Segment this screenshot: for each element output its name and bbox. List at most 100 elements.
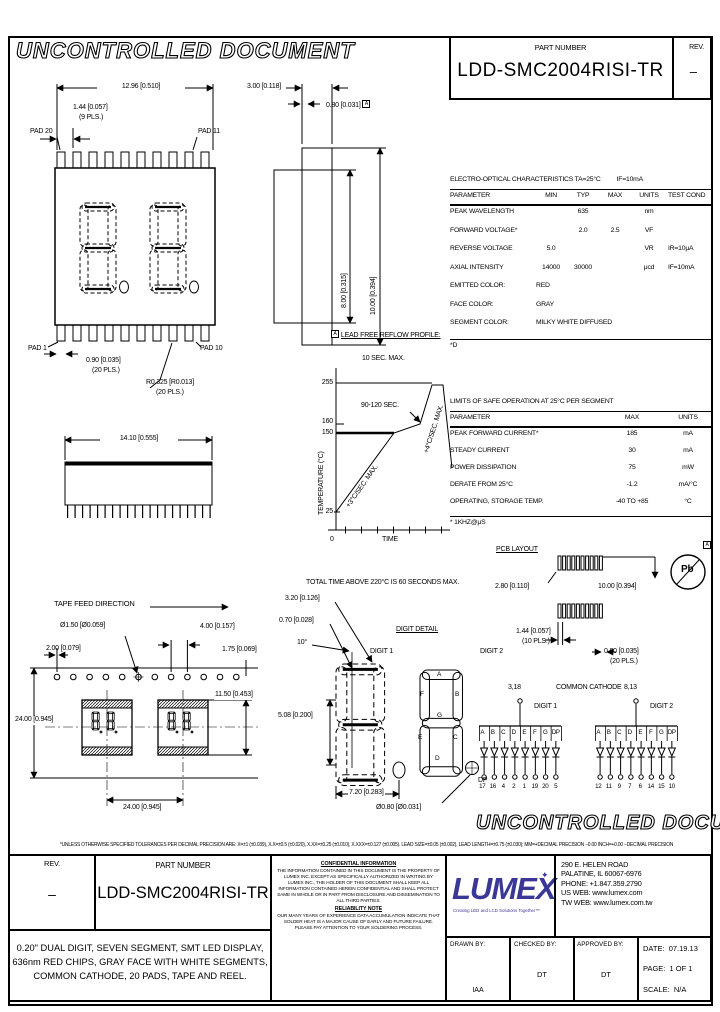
note-flag-a-icon: A <box>331 330 340 338</box>
date-row: DATE: 07.19.13 <box>643 944 698 953</box>
part-number-value: LDD-SMC2004RISI-TR <box>457 60 664 81</box>
pcb-layout-title: PCB LAYOUT <box>496 546 538 553</box>
common-cathode-label: COMMON CATHODE <box>556 684 622 691</box>
reliability-text: OUR MANY YEARS OF EXPERIENCE DATA ACCUMU… <box>277 913 440 930</box>
dim-body-width: 12.96 [0.510] <box>97 83 185 92</box>
x-axis-label: TIME <box>382 536 398 543</box>
description-cell: 0.20" DUAL DIGIT, SEVEN SEGMENT, SMT LED… <box>8 929 272 1002</box>
drawing-frame <box>8 36 713 1006</box>
digit2-common-pins: 8,13 <box>624 684 637 691</box>
date-page-scale-cell: DATE: 07.19.13 PAGE: 1 OF 1 SCALE: N/A <box>637 936 712 1002</box>
checked-by-label: CHECKED BY: <box>514 941 557 948</box>
approved-by-cell: APPROVED BY: DT <box>573 936 639 1002</box>
uncontrolled-watermark-top: UNCONTROLLED DOCUMENT <box>15 37 355 63</box>
pinout-digit2-label: DIGIT 2 <box>650 703 673 710</box>
pcb-dim-width: 10.00 [0.394] <box>598 583 637 590</box>
description-line: COMMON CATHODE, 20 PADS, TAPE AND REEL. <box>33 971 247 981</box>
address-line: 290 E. HELEN ROAD <box>561 860 629 869</box>
reflow-peak-note: 10 SEC. MAX. <box>362 355 405 362</box>
eo-title: ELECTRO-OPTICAL CHARACTERISTICS TA=25°C <box>450 176 601 183</box>
tape-dim-pitch: 4.00 [0.157] <box>200 623 235 630</box>
dim-pad-protrusion: 0.80 [0.031] A <box>326 100 371 111</box>
confidential-cell: CONFIDENTIAL INFORMATION THE INFORMATION… <box>270 854 447 1002</box>
dim-pad-pitch-note: (9 PLS.) <box>78 114 105 123</box>
digit-dim-width: 7.20 [0.283] <box>348 789 385 798</box>
description-line: 0.20" DUAL DIGIT, SEVEN SEGMENT, SMT LED… <box>16 943 264 953</box>
pinout-digit1-label: DIGIT 1 <box>534 703 557 710</box>
pb-free-icon: Pb <box>681 564 694 575</box>
dim-pad-width-note: (20 PLS.) <box>92 367 120 374</box>
table-row: SEGMENT COLOR:MILKY WHITE DIFFUSED <box>450 319 612 326</box>
segment-label-c: C <box>453 734 458 741</box>
reliability-title: RELIABILITY NOTE <box>334 906 383 912</box>
segment-label-f: F <box>420 691 424 698</box>
dp-dim: Ø0.80 [Ø0.031] <box>376 804 422 811</box>
drawn-by-value: IAA <box>472 987 484 994</box>
lumex-tagline: Creating LED and LCD Solutions Together™ <box>453 908 540 913</box>
dim-pad-radius: R0.325 [R0.013] <box>146 379 194 386</box>
table-row: EMITTED COLOR:RED <box>450 282 550 289</box>
dim-pad-pitch: 1.44 [0.057] <box>72 104 109 113</box>
approved-by-label: APPROVED BY: <box>577 941 624 948</box>
digit-dim-height: 5.08 [0.200] <box>278 712 313 719</box>
tape-feed-direction-label: TAPE FEED DIRECTION <box>54 599 135 608</box>
address-line: PHONE: +1.847.359.2790 <box>561 878 642 888</box>
address-line: TW WEB: www.lumex.com.tw <box>561 897 653 907</box>
segment-label-b: B <box>455 691 460 698</box>
segment-label-d: D <box>435 755 440 762</box>
axis-tick-160: 160 <box>318 418 334 427</box>
part-number-cell: PART NUMBER LDD-SMC2004RISI-TR <box>94 854 272 931</box>
rev-label: REV. <box>43 859 61 868</box>
axis-tick-25: 25 <box>318 508 334 517</box>
tape-d im-width: 24.00 [0.945] <box>14 716 55 725</box>
confidential-title: CONFIDENTIAL INFORMATION <box>320 861 397 867</box>
page-row: PAGE: 1 OF 1 <box>643 964 693 973</box>
dim-height-body: 8.00 [0.315] <box>341 273 348 308</box>
table-row: FACE COLOR:GRAY <box>450 300 554 308</box>
dp-label: DP <box>478 777 488 784</box>
dim-height-overall: 10.00 [0.394] <box>370 276 377 315</box>
segment-label-g: G <box>437 712 443 719</box>
rev-value: – <box>48 886 56 902</box>
limits-title: LIMITS OF SAFE OPERATION AT 25°C PER SEG… <box>450 398 614 405</box>
logo-cell: LUMEX ✦ Creating LED and LCD Solutions T… <box>445 854 556 938</box>
pad11-callout: PAD 11 <box>198 128 220 135</box>
part-number-label: PART NUMBER <box>155 861 211 870</box>
limits-table: LIMITS OF SAFE OPERATION AT 25°C PER SEG… <box>450 398 712 526</box>
tape-dim-pocket-pitch: 24.00 [0.945] <box>122 804 163 813</box>
rev-cell: REV. – <box>8 854 96 931</box>
description-line: 636nm RED CHIPS, GRAY FACE WITH WHITE SE… <box>12 957 268 967</box>
rev-label: REV. <box>689 44 704 51</box>
reflow-title: A LEAD FREE REFLOW PROFILE: <box>331 330 441 341</box>
digit1-common-pins: 3,18 <box>508 684 521 691</box>
pcb-dim-pitch: 1.44 [0.057] <box>516 628 551 635</box>
y-axis-label: TEMPERATURE (°C) <box>318 451 325 515</box>
pad20-callout: PAD 20 <box>30 128 53 135</box>
table-row: OPERATING, STORAGE TEMP.-40 TO +85°C <box>450 498 692 505</box>
digit-dim-seg-thick: 0.70 [0.028] <box>279 617 314 624</box>
digit1-label: DIGIT 1 <box>370 648 393 655</box>
lumex-logo: LUMEX <box>452 871 556 906</box>
checked-by-cell: CHECKED BY: DT <box>509 936 575 1002</box>
segment-label-e: E <box>418 734 423 741</box>
dim-thickness: 3.00 [0.118] <box>246 83 283 92</box>
part-number-box: PART NUMBER LDD-SMC2004RISI-TR REV. – <box>449 36 712 100</box>
address-line: US WEB: www.lumex.com <box>561 888 643 898</box>
digit-detail-title: DIGIT DETAIL <box>396 626 439 633</box>
uncontrolled-watermark-bottom: UNCONTROLLED DOCUMENT <box>475 811 720 834</box>
part-number-label: PART NUMBER <box>534 43 587 52</box>
